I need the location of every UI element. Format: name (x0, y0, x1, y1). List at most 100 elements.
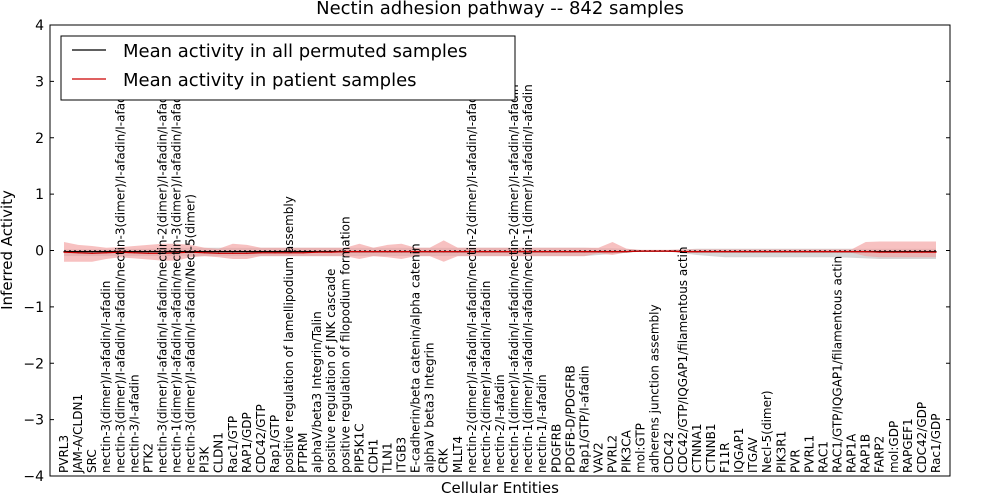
x-tick-label: Rac1/GTP (226, 416, 240, 473)
x-tick-label: nectin-2(dimer)/I-afadin/I-afadin/nectin… (465, 84, 479, 473)
x-tick-label: PIK3R1 (774, 431, 788, 473)
x-tick-label: alphaV/beta3 Integrin/Talin (310, 311, 324, 473)
series-1-point (457, 251, 459, 253)
series-1-point (555, 251, 557, 253)
lines-layer (63, 250, 937, 254)
x-tick-label: nectin-1/I-afadin (535, 374, 549, 473)
series-1-point (879, 251, 881, 253)
series-1-point (808, 251, 811, 253)
x-tick-label: nectin-2(dimer)/I-afadin/I-afadin (479, 281, 493, 473)
series-0-point (91, 251, 93, 253)
series-1-point (780, 251, 782, 253)
series-1-point (626, 251, 628, 253)
x-tick-label: mol:GDP (887, 421, 901, 473)
series-0-point (246, 251, 248, 253)
series-1-point (668, 250, 670, 252)
x-tick-label: Rap1/GTP (268, 415, 282, 473)
x-tick-label: RAPGEF1 (901, 418, 915, 473)
series-1-point (246, 252, 248, 254)
x-tick-label: FARP2 (873, 436, 887, 473)
x-tick-label: CDH1 (366, 439, 380, 473)
x-tick-label: JAM-A/CLDN1 (71, 394, 85, 474)
series-0-point (302, 251, 304, 253)
series-0-point (175, 251, 178, 253)
x-tick-label: ITGAV (746, 436, 760, 473)
x-tick-label: nectin-3(dimer)/I-afadin/I-afadin/Necl-5… (184, 194, 198, 473)
series-1-point (752, 251, 754, 253)
x-tick-label: SRC (85, 449, 99, 473)
x-tick-label: Rac1/GDP (929, 414, 943, 473)
series-1-point (682, 251, 684, 253)
x-tick-label: adherens junction assembly (648, 304, 662, 473)
series-1-point (190, 251, 192, 253)
y-tick-label: −4 (23, 469, 44, 485)
x-tick-label: CTNNB1 (704, 424, 718, 474)
x-tick-label: positive regulation of JNK cascade (324, 269, 338, 473)
x-tick-label: PVRL1 (802, 435, 816, 473)
x-tick-label: CRK (437, 447, 451, 473)
x-tick-label: PTK2 (141, 443, 155, 473)
x-axis-title: Cellular Entities (441, 479, 559, 497)
series-1-point (499, 251, 501, 253)
series-1-point (105, 252, 107, 254)
x-tick-label: CTNNA1 (690, 423, 704, 473)
series-1-point (63, 251, 65, 253)
legend-label-permuted: Mean activity in all permuted samples (123, 41, 467, 62)
x-tick-label: nectin-1(dimer)/I-afadin/I-afadin/nectin… (170, 84, 184, 473)
x-tick-label: PTPRM (296, 433, 310, 474)
series-0-point (147, 251, 149, 253)
series-1-point (302, 252, 304, 254)
legend-label-patient: Mean activity in patient samples (123, 70, 417, 91)
x-tick-label: TLN1 (381, 442, 395, 474)
series-1-point (260, 252, 262, 254)
series-1-point (738, 251, 740, 253)
y-tick-label: −3 (23, 413, 44, 429)
series-1-point (386, 251, 389, 253)
series-0-point (218, 251, 220, 253)
y-tick-label: −1 (23, 300, 44, 316)
series-1-point (836, 251, 839, 253)
x-tick-label: PIP5K1C (352, 424, 366, 474)
series-1-point (288, 252, 290, 254)
series-1-point (541, 251, 543, 253)
series-1-point (935, 251, 937, 253)
series-1-point (274, 252, 276, 254)
series-0-point (133, 251, 135, 253)
series-1-point (851, 251, 853, 253)
series-1-point (893, 251, 895, 253)
x-tick-label: CDC42/GTP (254, 404, 268, 473)
series-1-point (147, 252, 149, 254)
series-1-point (358, 251, 360, 253)
series-1-point (77, 252, 79, 254)
series-1-point (907, 251, 909, 253)
series-1-point (91, 252, 93, 254)
y-tick-label: 1 (35, 187, 44, 203)
series-1-point (513, 251, 515, 253)
series-1-point (640, 250, 642, 252)
series-1-point (415, 251, 417, 253)
series-0-point (274, 251, 276, 253)
series-1-point (316, 251, 318, 253)
x-tick-label: PDGFB-D/PDGFRB (563, 365, 577, 473)
series-1-point (443, 251, 445, 253)
x-tick-label: PDGFRB (549, 424, 563, 473)
x-tick-label: nectin-3/I-afadin (127, 374, 141, 473)
series-1-point (569, 251, 571, 253)
series-0-point (161, 251, 164, 253)
series-1-point (429, 251, 431, 253)
series-1-point (133, 252, 135, 254)
series-1-point (822, 251, 825, 253)
x-tick-label: RAP1/GDP (240, 412, 254, 473)
chart-title: Nectin adhesion pathway -- 842 samples (316, 0, 684, 19)
x-tick-label: F11R (718, 442, 732, 473)
x-tick-label: RAC1 (817, 441, 831, 473)
x-tick-label: nectin-2/I-afadin (493, 374, 507, 473)
x-tick-label: PVRL3 (57, 435, 71, 473)
series-0-point (288, 251, 290, 253)
x-tick-label: nectin-1(dimer)/I-afadin/I-afadin/nectin… (521, 84, 535, 473)
x-tick-label: CLDN1 (212, 432, 226, 473)
series-0-point (105, 251, 107, 253)
x-tick-label: ITGB3 (395, 437, 409, 473)
